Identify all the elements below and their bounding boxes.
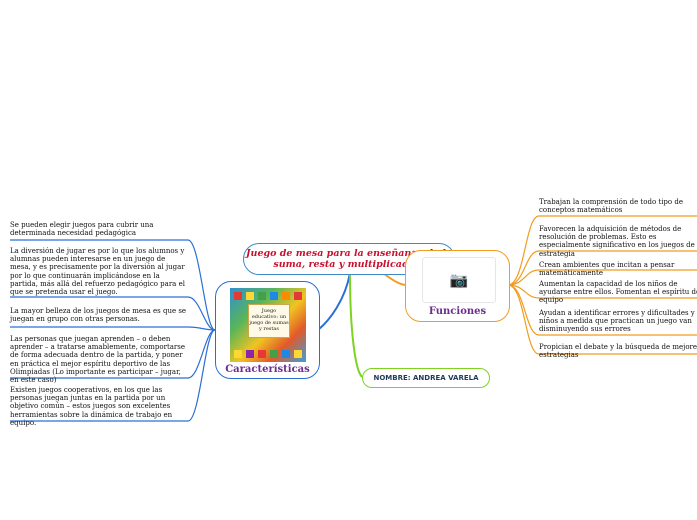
funciones-label: Funciones [406, 306, 509, 317]
funcion-item[interactable]: Ayudan a identificar errores y dificulta… [539, 309, 697, 334]
caracteristica-item[interactable]: Existen juegos cooperativos, en los que … [10, 386, 188, 427]
caracteristica-item[interactable]: Las personas que juegan aprenden – o deb… [10, 335, 188, 384]
nombre-label: NOMBRE: ANDREA VARELA [373, 374, 478, 382]
funcion-item[interactable]: Propician el debate y la búsqueda de mej… [539, 343, 697, 359]
caracteristica-item[interactable]: Se pueden elegir juegos para cubrir una … [10, 221, 188, 237]
caracteristicas-label: Características [216, 364, 319, 375]
funcion-item[interactable]: Aumentan la capacidad de los niños de ay… [539, 280, 697, 305]
topic-funciones[interactable]: 📷 Funciones [405, 250, 510, 322]
caracteristica-item[interactable]: La diversión de jugar es por lo que los … [10, 247, 188, 296]
funcion-item[interactable]: Crean ambientes que incitan a pensar mat… [539, 261, 697, 277]
topic-nombre[interactable]: NOMBRE: ANDREA VARELA [362, 368, 490, 388]
game-title-card: Juego educativo: un juego de sumas y res… [248, 304, 290, 338]
camera-icon[interactable]: 📷 [422, 257, 496, 303]
funcion-item[interactable]: Favorecen la adquisición de métodos de r… [539, 225, 697, 258]
funcion-item[interactable]: Trabajan la comprensión de todo tipo de … [539, 198, 697, 214]
caracteristica-item[interactable]: La mayor belleza de los juegos de mesa e… [10, 307, 188, 323]
board-game-image: Juego educativo: un juego de sumas y res… [230, 288, 306, 362]
topic-caracteristicas[interactable]: Juego educativo: un juego de sumas y res… [215, 281, 320, 379]
